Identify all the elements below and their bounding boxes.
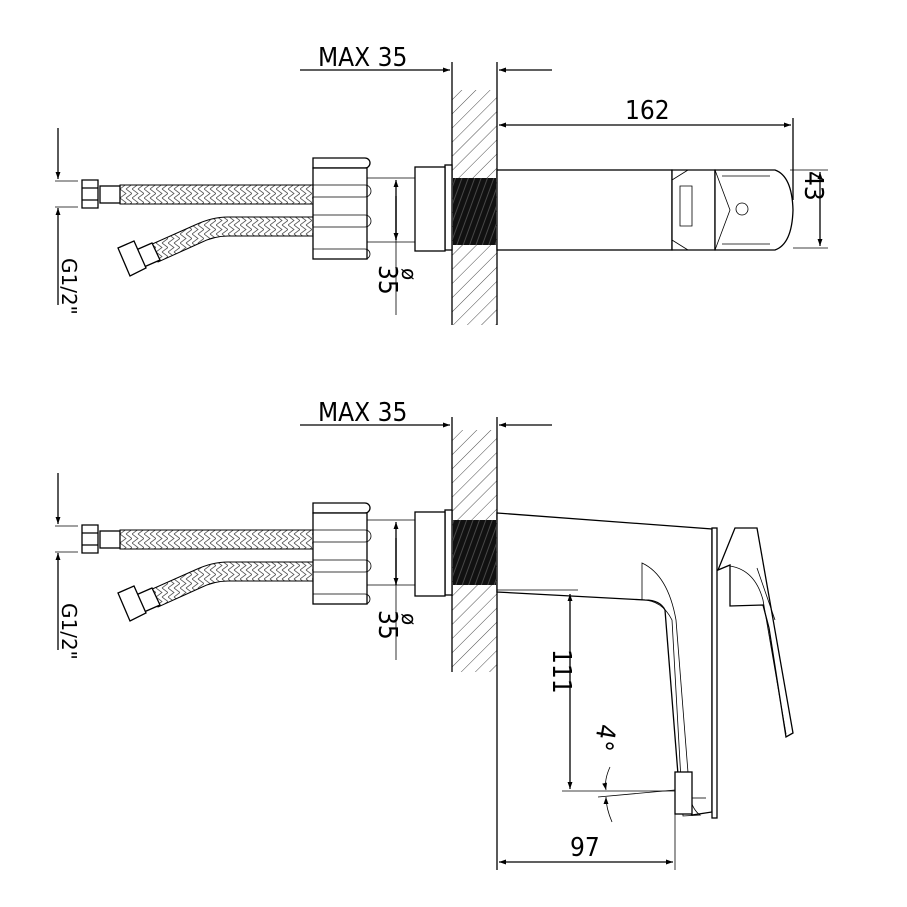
bent-hose [117, 216, 314, 277]
top-view: MAX 35 [55, 43, 552, 325]
angle-label: 4° [587, 722, 621, 753]
diameter-label: 35 [372, 265, 402, 295]
flange [444, 509, 453, 596]
hose-connector [312, 157, 372, 260]
wall-max-label: MAX 35 [318, 43, 407, 73]
diameter-label: 35 [372, 610, 402, 640]
length-label: 162 [625, 96, 670, 126]
side-view: MAX 35 G1/2" [55, 398, 552, 870]
faucet-side-body [496, 512, 718, 819]
angle-line [597, 789, 676, 798]
faucet-top-body [496, 169, 794, 251]
escutcheon [414, 166, 446, 252]
hose-connector [312, 502, 372, 605]
angle-arc [603, 796, 613, 823]
wall-seal [453, 178, 496, 245]
bent-hose [117, 561, 314, 622]
straight-hose [81, 179, 314, 209]
escutcheon [414, 511, 446, 597]
angle-arc [602, 766, 611, 791]
diameter-symbol: ø [397, 268, 421, 280]
brand-logo-icon [735, 202, 749, 216]
thread-label: G1/2" [57, 603, 81, 660]
lever-handle [716, 527, 794, 739]
wall-max-label: MAX 35 [318, 398, 407, 428]
aerator [674, 771, 693, 815]
diameter-symbol: ø [397, 613, 421, 625]
projection-label: 97 [570, 833, 600, 863]
spout-height-label: 111 [546, 649, 576, 694]
height-label: 43 [798, 171, 828, 201]
wall-seal [453, 520, 496, 585]
thread-label: G1/2" [57, 258, 81, 315]
straight-hose [81, 524, 314, 554]
flange [444, 164, 453, 251]
